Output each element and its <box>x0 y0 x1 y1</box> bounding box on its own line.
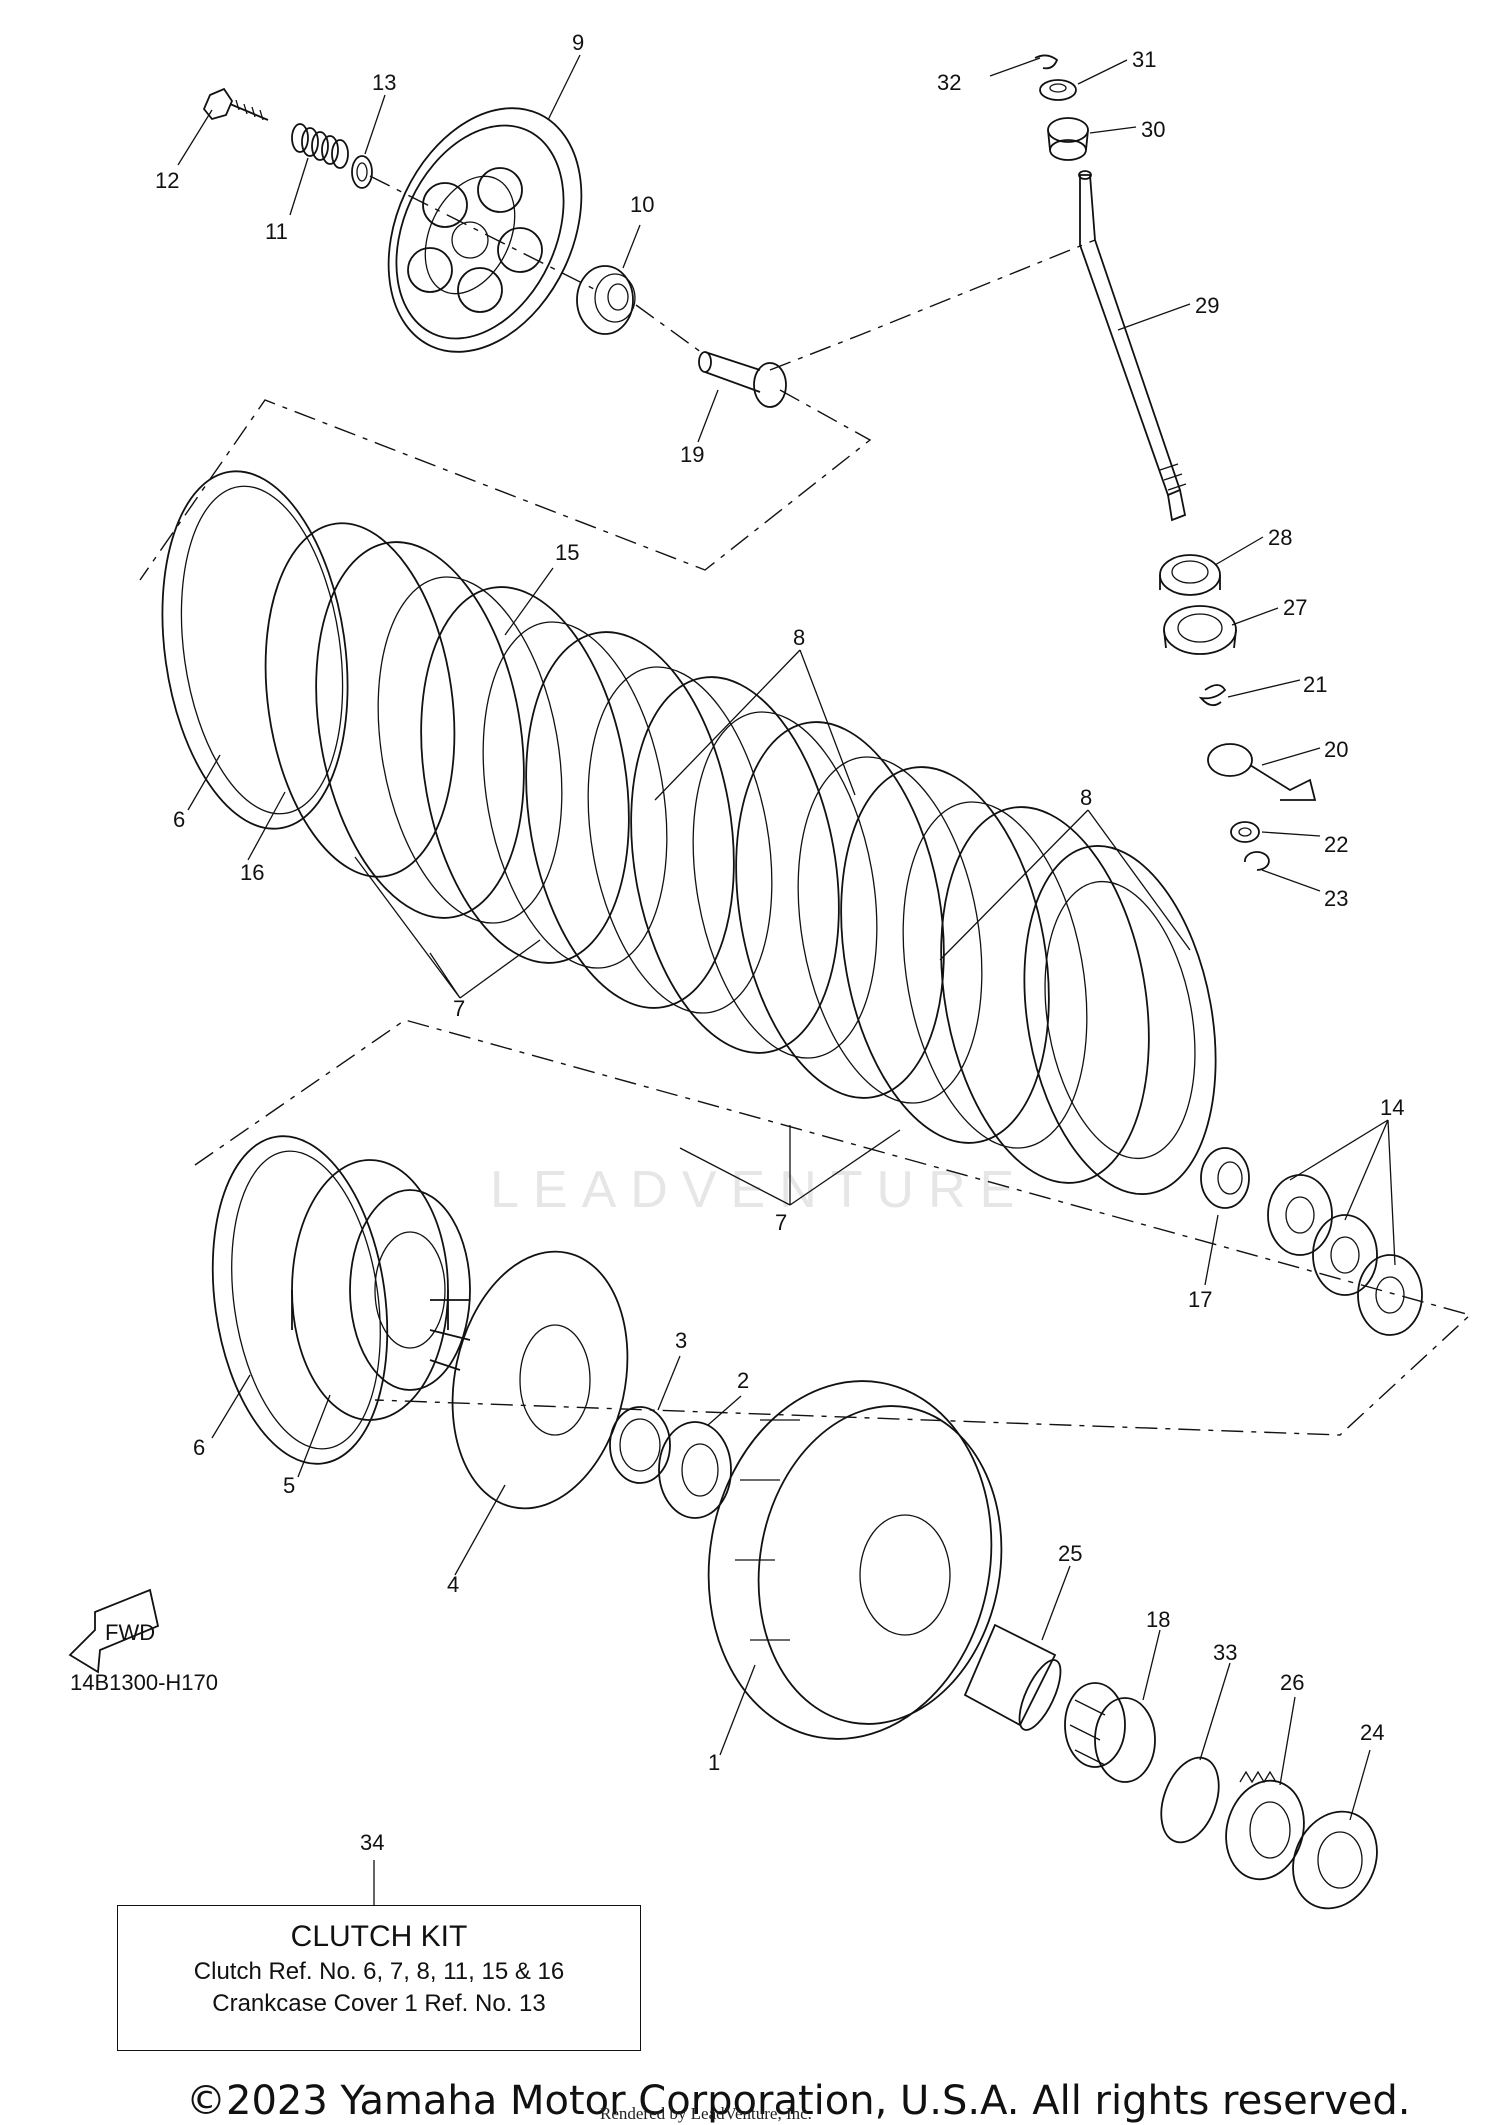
lock-washers-14 <box>1267 1174 1423 1336</box>
washer-31 <box>1039 79 1077 101</box>
bearing-27 <box>1163 605 1237 655</box>
needle-bearing-18 <box>1064 1682 1156 1783</box>
kit-title: CLUTCH KIT <box>290 1920 468 1953</box>
diagram-code: 14B1300-H170 <box>70 1670 219 1695</box>
part-label: 18 <box>1146 1607 1170 1632</box>
part-label: 32 <box>937 70 961 95</box>
kit-line-1: Clutch Ref. No. 6, 7, 8, 11, 15 & 16 <box>193 1958 565 1985</box>
part-label: 21 <box>1303 672 1327 697</box>
plate-16 <box>264 522 456 878</box>
washer-3 <box>609 1406 671 1484</box>
part-label: 11 <box>265 219 288 244</box>
gear-26 <box>1225 1770 1305 1881</box>
part-label: 8 <box>1080 785 1092 810</box>
pressure-plate-9 <box>387 107 583 353</box>
collar-25 <box>963 1623 1062 1731</box>
bolt-12 <box>202 87 269 121</box>
part-label: 10 <box>630 192 654 217</box>
part-label: 22 <box>1324 832 1348 857</box>
plate-15 <box>1023 845 1217 1195</box>
friction-plates <box>315 541 1150 1184</box>
copyright-text: ©2023 Yamaha Motor Corporation, U.S.A. A… <box>186 2078 1411 2124</box>
part-label: 13 <box>372 70 396 95</box>
part-label: 23 <box>1324 886 1348 911</box>
pressure-plate-group <box>139 87 1096 581</box>
part-label: 30 <box>1141 117 1165 142</box>
part-label: 24 <box>1360 1720 1384 1745</box>
part-label: 19 <box>680 442 704 467</box>
washer-2 <box>658 1421 732 1519</box>
lever-20 <box>1207 743 1317 801</box>
part-label: 4 <box>447 1572 459 1597</box>
part-label: 12 <box>155 168 179 193</box>
part-label: 27 <box>1283 595 1307 620</box>
part-label: 1 <box>708 1750 720 1775</box>
clutch-plates <box>377 576 1088 1149</box>
part-label: 9 <box>572 30 584 55</box>
rendered-by-text: Rendered by LeadVenture, Inc. <box>600 2104 812 2123</box>
part-label: 25 <box>1058 1541 1082 1566</box>
part-label: 31 <box>1132 47 1156 72</box>
part-label: 29 <box>1195 293 1219 318</box>
plate-6-upper <box>161 470 349 830</box>
plate-4 <box>429 1250 629 1510</box>
washer-24 <box>1292 1810 1378 1910</box>
spring-21 <box>1198 684 1227 707</box>
part-label: 16 <box>240 860 264 885</box>
part-label: 8 <box>793 625 805 650</box>
part-label: 34 <box>360 1830 384 1855</box>
kit-line-2: Crankcase Cover 1 Ref. No. 13 <box>212 1990 546 2017</box>
clip-32 <box>1034 54 1059 70</box>
part-label: 6 <box>193 1435 205 1460</box>
leader-lines <box>177 54 1396 1905</box>
fwd-arrow-icon: FWD <box>68 1588 160 1674</box>
shaft-group <box>1034 54 1317 871</box>
bearing-28 <box>1159 554 1221 596</box>
bearing-10 <box>576 265 636 335</box>
watermark: LEADVENTURE <box>490 1161 1029 1219</box>
clutch-boss-5 <box>291 1159 471 1421</box>
clutch-kit-box: CLUTCH KIT Clutch Ref. No. 6, 7, 8, 11, … <box>117 1905 641 2051</box>
plate-6-lower <box>211 1135 389 1465</box>
part-label: 20 <box>1324 737 1348 762</box>
washer-13 <box>351 155 373 189</box>
part-label: 33 <box>1213 1640 1237 1665</box>
part-label: 2 <box>737 1368 749 1393</box>
spring-11 <box>291 123 349 169</box>
plate-stack <box>161 470 1217 1195</box>
part-label: 6 <box>173 807 185 832</box>
part-label: 28 <box>1268 525 1292 550</box>
part-label: 3 <box>675 1328 687 1353</box>
part-label: 14 <box>1380 1095 1404 1120</box>
fwd-label: FWD <box>105 1620 155 1645</box>
push-rod-19 <box>698 351 787 408</box>
part-label: 17 <box>1188 1287 1212 1312</box>
part-labels: 1 2 3 4 5 6 6 7 7 14 8 8 9 10 11 12 13 1… <box>155 30 1404 1855</box>
part-label: 15 <box>555 540 579 565</box>
bushing-30 <box>1047 117 1089 161</box>
part-label: 7 <box>453 996 465 1021</box>
part-label: 26 <box>1280 1670 1304 1695</box>
washer-22 <box>1230 821 1260 843</box>
part-label: 5 <box>283 1473 295 1498</box>
oring-33 <box>1160 1756 1220 1844</box>
part-label: 7 <box>775 1210 787 1235</box>
nut-17 <box>1200 1147 1250 1209</box>
lower-group <box>194 1019 1472 1910</box>
shaft-29 <box>1078 170 1187 522</box>
clutch-housing-1 <box>707 1380 1003 1740</box>
clip-23 <box>1244 851 1270 871</box>
